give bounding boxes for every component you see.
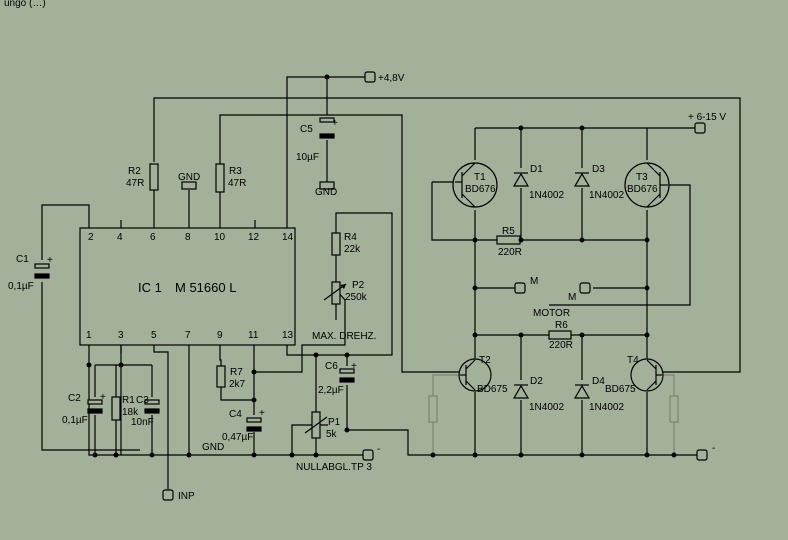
t4-type: BD675 [605,384,636,395]
ic-pin-3: 3 [118,330,124,341]
ic-pin-13: 13 [282,330,294,341]
d4-type: 1N4002 [589,402,624,413]
r5-value: 220R [498,247,522,258]
c6-plus: + [351,361,357,372]
d4-ref: D4 [592,376,605,387]
r2-value: 47R [126,178,144,189]
ic-pin-10: 10 [214,232,226,243]
c5-plus: + [332,118,338,129]
transistors: T1 BD676 T3 BD676 T2 BD675 T4 BD675 [452,162,670,395]
p1-ref: P1 [328,417,341,428]
p2-value: 250k [345,292,368,303]
p2-note: MAX. DREHZ. [312,331,376,342]
ic-pin-4: 4 [117,232,123,243]
d3-type: 1N4002 [589,190,624,201]
c4-plus: + [259,408,265,419]
d2-type: 1N4002 [529,402,564,413]
t1-type: BD676 [465,184,496,195]
r4-value: 22k [344,244,361,255]
capacitors: + C1 0,1µF + C2 0,1µF C3 10nF + C4 0,47µ… [8,117,357,443]
r5-ref: R5 [502,226,515,237]
c5-value: 10µF [296,152,319,163]
r1-value: 18k [122,407,139,418]
junctions [86,74,677,458]
ic-ref: IC 1 [138,280,162,295]
r3-value: 47R [228,178,246,189]
ic-type: M 51660 L [175,280,236,295]
c3-value: 10nF [131,417,154,428]
c1-ref: C1 [16,254,29,265]
m2-label: M [568,292,576,303]
gnd-bottom-label: GND [202,442,224,453]
ic-pin-9: 9 [217,330,223,341]
c2-ref: C2 [68,393,81,404]
gnd-c5-label: GND [315,187,337,198]
r6-value: 220R [549,340,573,351]
header-fragment: ungo (…) [4,0,46,9]
m1-label: M [530,276,538,287]
ic-pin-5: 5 [151,330,157,341]
c2-value: 0,1µF [62,415,88,426]
gnd-top-label: GND [178,172,200,183]
r2-ref: R2 [128,166,141,177]
ic-pin-7: 7 [185,330,191,341]
c4-value: 0,47µF [222,432,253,443]
minus-right-label: - [712,443,715,454]
t2-ref: T2 [479,355,491,366]
r4-ref: R4 [344,232,357,243]
r3-ref: R3 [229,166,242,177]
ic-pin-14: 14 [282,232,294,243]
d1-type: 1N4002 [529,190,564,201]
t3-type: BD676 [627,184,658,195]
c1-value: 0,1µF [8,281,34,292]
potentiometers: P2 250k MAX. DREHZ. P1 5k NULLABGL.TP 3 [296,280,376,473]
t4-ref: T4 [627,355,639,366]
minus-left-label: - [377,444,380,455]
t3-ref: T3 [636,172,648,183]
supply-logic-label: +4,8V [378,73,405,84]
p1-value: 5k [326,429,338,440]
diodes: D1 1N4002 D3 1N4002 D2 1N4002 D4 1N4002 [512,164,624,413]
c5-ref: C5 [300,124,313,135]
c1-plus: + [47,255,53,266]
inp-label: INP [178,491,195,502]
resistors: R2 47R R3 47R R4 22k R1 18k R7 2k7 R5 22… [111,163,679,423]
r7-ref: R7 [230,367,243,378]
ic-pin-8: 8 [185,232,191,243]
c6-value: 2,2µF [318,385,344,396]
c3-ref: C3 [136,395,149,406]
c2-plus: + [100,392,106,403]
motor-label: MOTOR [533,308,570,319]
t2-type: BD675 [477,384,508,395]
ic-pin-12: 12 [248,232,260,243]
terminals: +4,8V + 6-15 V GND GND GND - - INP M M M… [162,71,726,502]
c6-ref: C6 [325,361,338,372]
r7-value: 2k7 [229,379,246,390]
ic-pin-11: 11 [248,330,259,341]
p1-note: NULLABGL.TP 3 [296,462,372,473]
ic-pin-2: 2 [88,232,94,243]
ic1: 2 4 6 8 10 12 14 1 3 5 7 9 11 13 IC 1 M … [79,220,296,353]
t1-ref: T1 [474,172,486,183]
p2-ref: P2 [352,280,365,291]
ic-pin-1: 1 [86,330,92,341]
supply-motor-label: + 6-15 V [688,112,726,123]
d2-ref: D2 [530,376,543,387]
r1-ref: R1 [122,395,135,406]
d1-ref: D1 [530,164,543,175]
r6-ref: R6 [555,320,568,331]
d3-ref: D3 [592,164,605,175]
c4-ref: C4 [229,409,242,420]
ic-pin-6: 6 [150,232,156,243]
